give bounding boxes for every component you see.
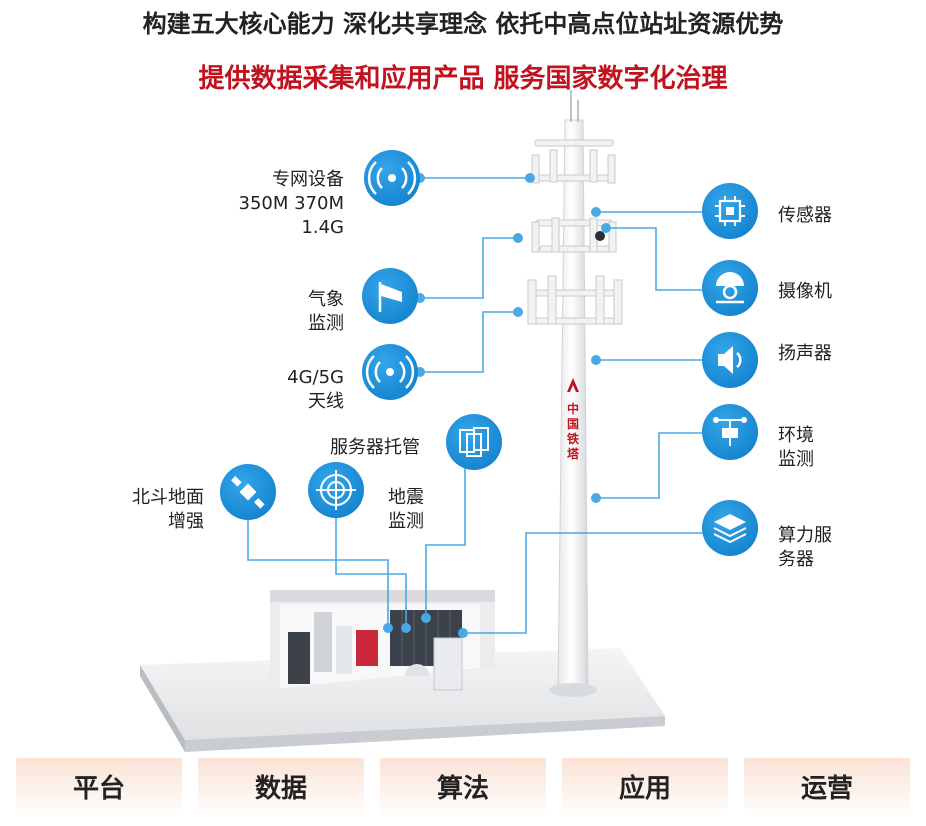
antenna-icon: [362, 344, 418, 400]
tower-brand-char: 塔: [567, 446, 580, 461]
label-camera: 摄像机: [778, 281, 832, 302]
tab-operation: 运营: [744, 758, 910, 818]
tab-application: 应用: [562, 758, 728, 818]
label-line: 监测: [778, 449, 814, 470]
label-line: 专网设备: [272, 169, 344, 190]
label-line: 务器: [778, 549, 814, 570]
label-weather: 气象 监测: [260, 288, 344, 336]
tower-camera: [595, 231, 605, 241]
weather-icon: [362, 268, 418, 324]
label-line: 算力服: [778, 525, 832, 546]
tower-pole: [527, 90, 623, 697]
label-line: 地震: [388, 487, 424, 508]
label-antenna: 4G/5G 天线: [260, 366, 344, 414]
private-net-icon: [364, 150, 420, 206]
tower-brand-char: 铁: [567, 431, 579, 446]
tab-algorithm: 算法: [380, 758, 546, 818]
label-server-hosting: 服务器托管: [330, 437, 420, 458]
label-line: 天线: [308, 391, 344, 412]
label-line: 4G/5G: [287, 367, 344, 388]
label-beidou: 北斗地面 增强: [100, 486, 204, 534]
speaker-icon: [702, 332, 758, 388]
tower-logo-icon: [567, 378, 579, 392]
tab-platform: 平台: [16, 758, 182, 818]
label-speaker: 扬声器: [778, 343, 832, 364]
label-line: 气象: [308, 289, 344, 310]
equipment-room: [270, 590, 495, 691]
label-line: 监测: [388, 511, 424, 532]
tab-data: 数据: [198, 758, 364, 818]
label-line: 350M 370M: [238, 193, 345, 214]
sensor-icon: [702, 183, 758, 239]
fire-equipment: [356, 630, 378, 666]
label-line: 监测: [308, 313, 344, 334]
environment-icon: [702, 404, 758, 460]
beidou-icon: [220, 464, 276, 520]
label-compute-server: 算力服 务器: [778, 524, 832, 572]
seismic-icon: [308, 462, 364, 518]
cabinet-rack: [288, 632, 310, 684]
connector-lines: [247, 177, 724, 634]
label-line: 北斗地面: [132, 487, 204, 508]
server-hosting-icon: [446, 414, 502, 470]
tower-brand-char: 中: [567, 401, 579, 416]
label-seismic: 地震 监测: [388, 486, 424, 534]
compute-server-icon: [702, 500, 758, 556]
camera-icon: [702, 260, 758, 316]
tower-brand-text: 中 国 铁 塔: [567, 401, 580, 461]
label-private-net: 专网设备 350M 370M 1.4G: [200, 168, 345, 240]
label-line: 增强: [168, 511, 204, 532]
label-environment: 环境 监测: [778, 424, 814, 472]
headline-subtitle: 提供数据采集和应用产品 服务国家数字化治理: [198, 64, 728, 94]
label-line: 环境: [778, 425, 814, 446]
headline-title: 构建五大核心能力 深化共享理念 依托中高点位站址资源优势: [142, 10, 784, 38]
label-line: 1.4G: [301, 217, 344, 238]
tower-brand-char: 国: [567, 417, 579, 431]
label-sensor: 传感器: [778, 205, 832, 226]
